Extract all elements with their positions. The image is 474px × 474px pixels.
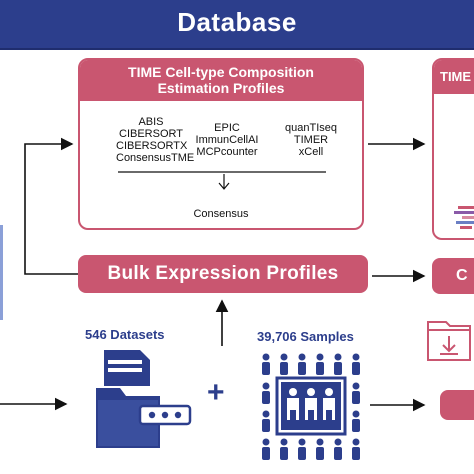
right-pill-box: C bbox=[432, 258, 474, 294]
composition-box: TIME Cell-type Composition Estimation Pr… bbox=[78, 58, 364, 230]
header-bar: Database bbox=[0, 0, 474, 50]
samples-label: 39,706 Samples bbox=[257, 329, 354, 344]
bulk-to-composition-connector bbox=[24, 137, 78, 275]
bulk-expression-box: Bulk Expression Profiles bbox=[78, 255, 368, 293]
tool-abis: ABIS bbox=[138, 116, 164, 128]
datasets-folder-icon bbox=[96, 350, 192, 448]
consensus-down-arrow-icon bbox=[218, 174, 230, 190]
consensus-label: Consensus bbox=[193, 208, 249, 220]
tool-timer: TIMER bbox=[293, 134, 329, 146]
tool-epic: EPIC bbox=[214, 122, 240, 134]
samples-people-icon bbox=[262, 353, 360, 460]
page-title: Database bbox=[177, 7, 297, 37]
tool-immuncellai: ImmunCellAI bbox=[195, 134, 259, 146]
tool-list-col1: ABIS CIBERSORT CIBERSORTX ConsensusTME bbox=[116, 116, 195, 164]
tool-cibersortx: CIBERSORTX bbox=[116, 140, 188, 152]
left-edge-panel bbox=[0, 225, 3, 320]
composition-title-line2: Estimation Profiles bbox=[157, 80, 285, 96]
plus-sign: + bbox=[207, 376, 225, 409]
tool-xcell: xCell bbox=[298, 146, 324, 158]
download-folder-icon bbox=[427, 321, 471, 361]
tool-consensustme: ConsensusTME bbox=[116, 152, 195, 164]
tool-quantiseq: quanTIseq bbox=[285, 122, 337, 134]
tool-list-col3: quanTIseq TIMER xCell bbox=[276, 122, 346, 158]
composition-header: TIME Cell-type Composition Estimation Pr… bbox=[80, 60, 362, 101]
heatmap-thumbnail-icon bbox=[454, 206, 474, 229]
tool-cibersort: CIBERSORT bbox=[119, 128, 183, 140]
tool-list-col2: EPIC ImmunCellAI MCPcounter bbox=[192, 122, 262, 158]
right-pill-box-lower bbox=[440, 390, 474, 420]
right-panel-title: TIME bbox=[434, 60, 474, 94]
tool-mcpcounter: MCPcounter bbox=[196, 146, 258, 158]
composition-title-line1: TIME Cell-type Composition bbox=[128, 64, 314, 80]
right-panel-box: TIME bbox=[432, 58, 474, 240]
datasets-label: 546 Datasets bbox=[85, 327, 165, 342]
